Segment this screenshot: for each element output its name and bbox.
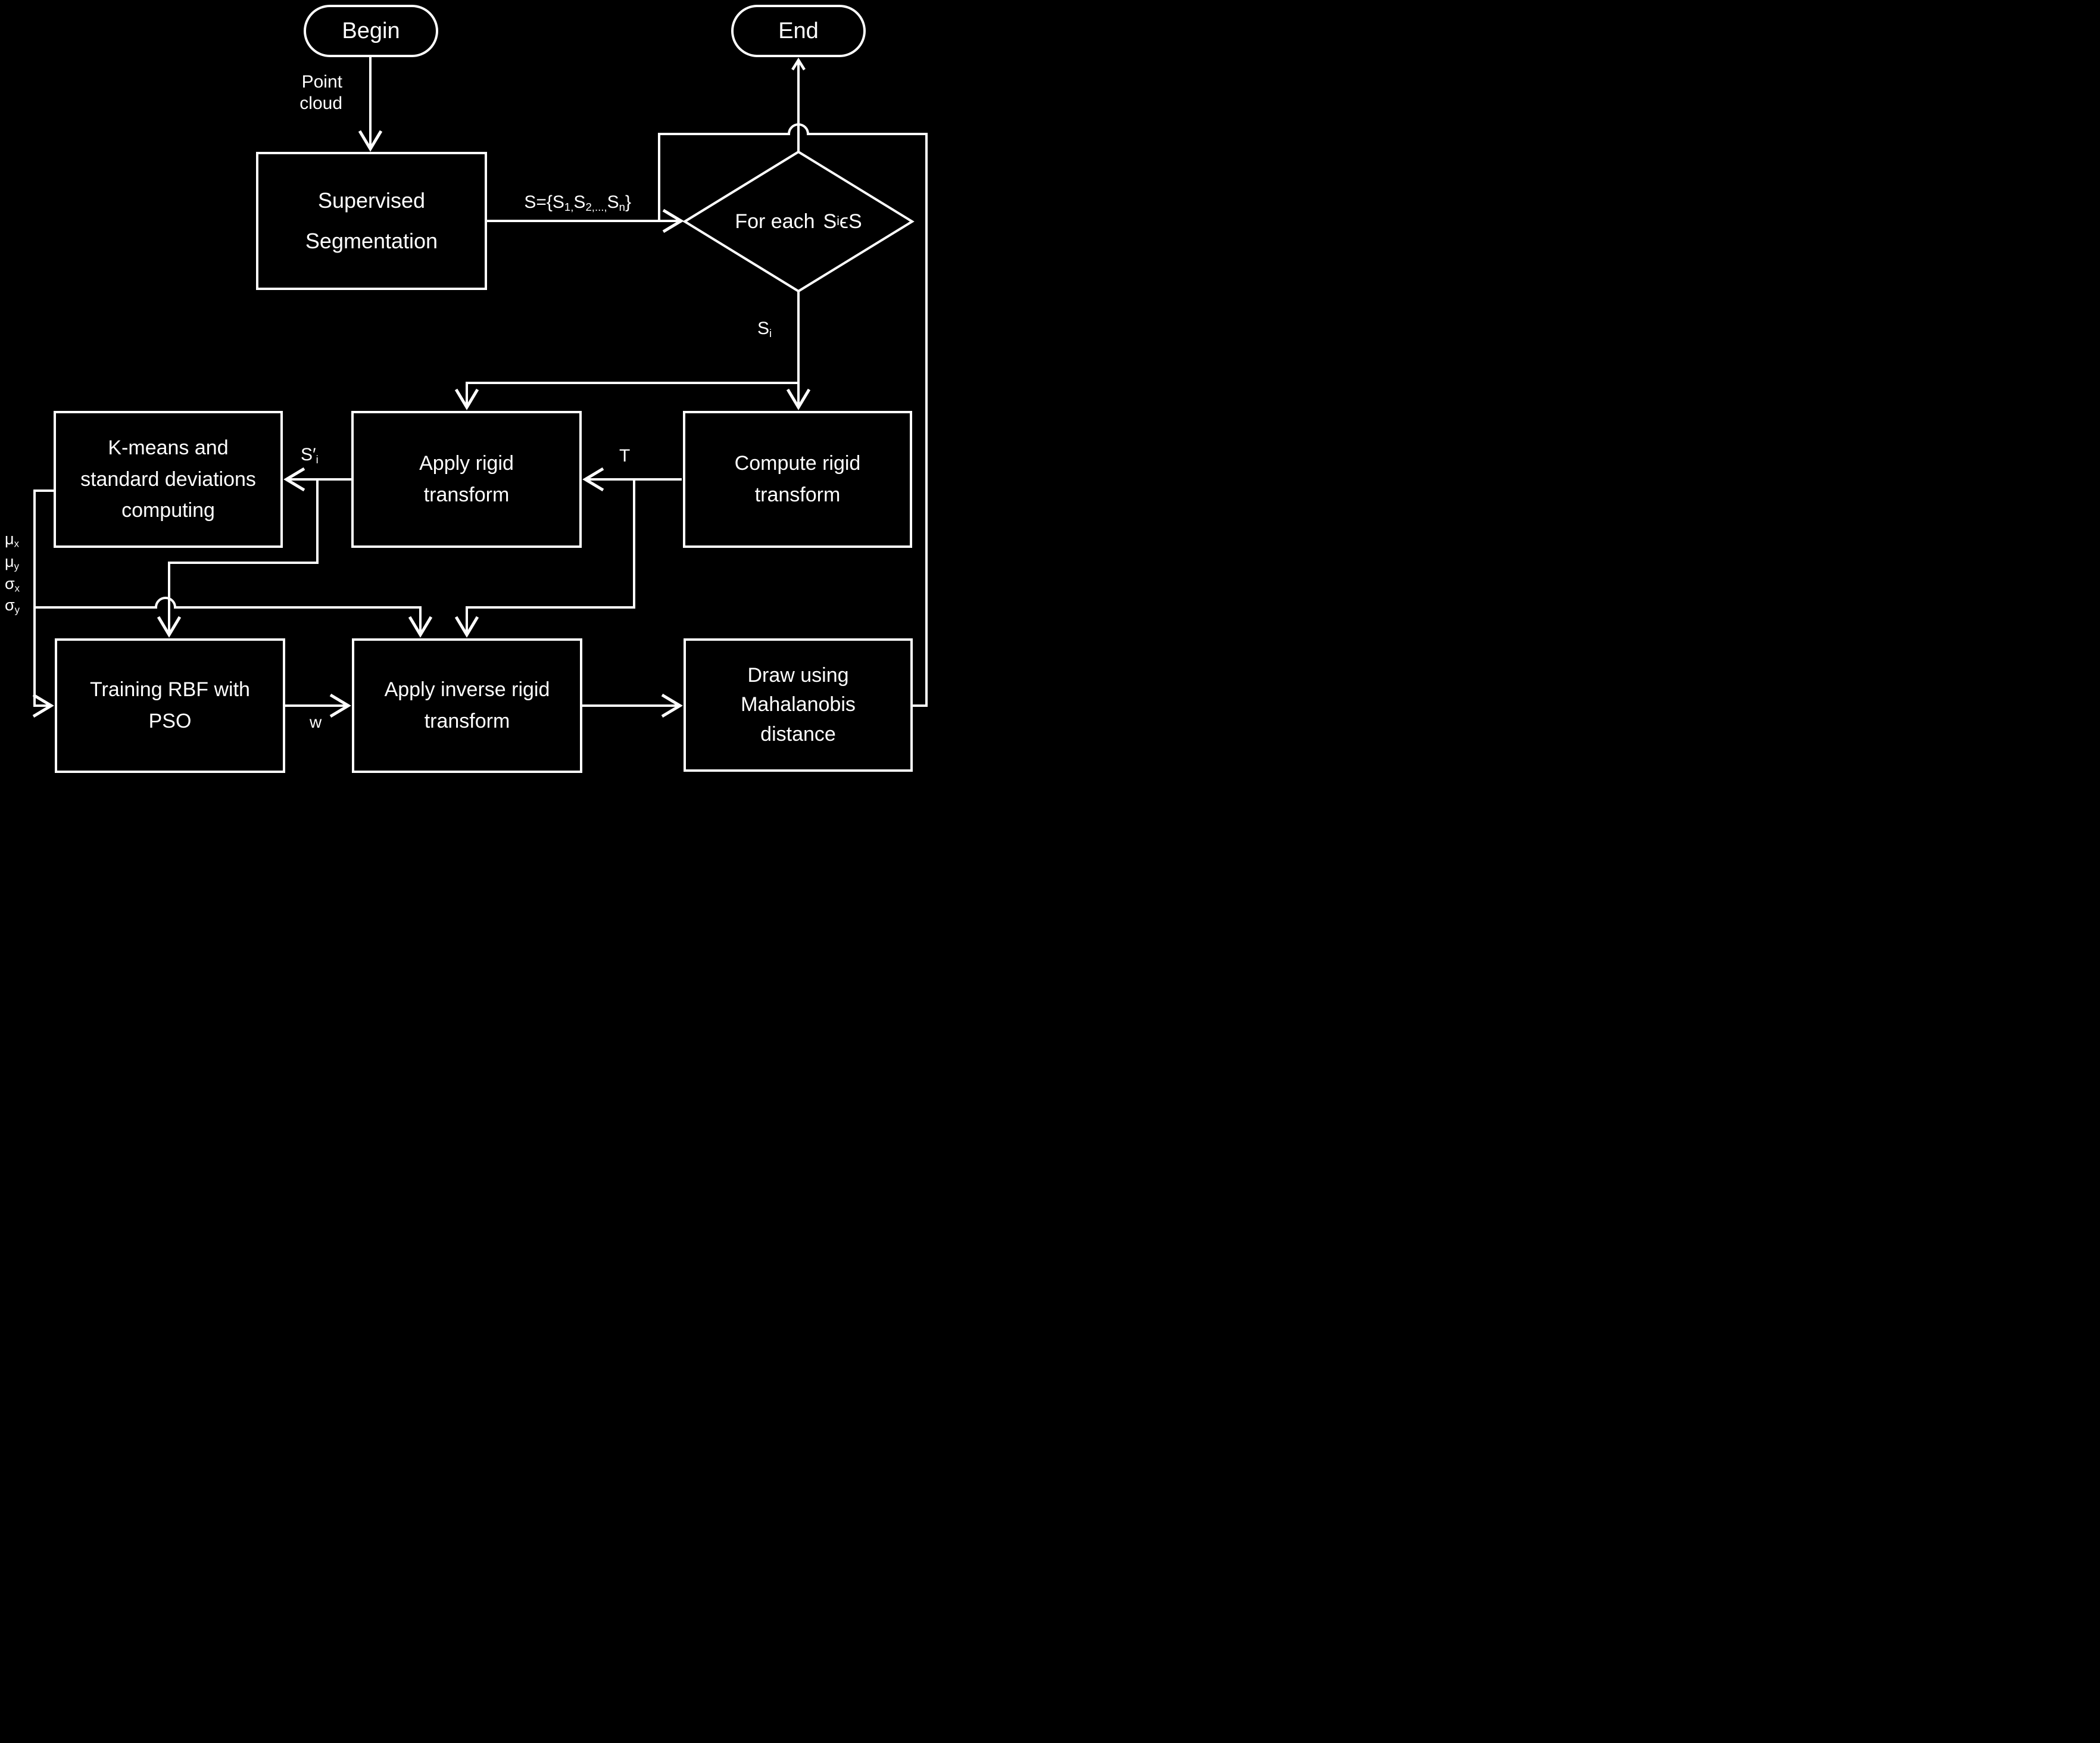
supervised-segmentation-box: Supervised Segmentation (256, 152, 487, 290)
set-s-p3: S (607, 192, 619, 212)
apply-inverse-line2: transform (424, 710, 510, 732)
begin-label: Begin (342, 18, 400, 43)
point-cloud-line1: Point (301, 72, 342, 92)
sigma-x-subscript: x (14, 582, 20, 594)
point-cloud-line2: cloud (299, 93, 342, 113)
foreach-s: S (823, 210, 837, 233)
set-s-sub2: 2,..., (585, 201, 607, 214)
training-rbf-box: Training RBF with PSO (55, 638, 285, 773)
si-base: S (757, 319, 770, 338)
point-cloud-label: Point cloud (271, 71, 342, 114)
segment-set-label: S={S1,S2,...,Sn} (453, 192, 631, 214)
edge-si-branch-to-apply (454, 382, 798, 410)
s-prime-base: S′ (301, 445, 316, 464)
mu-y-subscript: y (14, 560, 19, 572)
training-rbf-line1: Training RBF with (90, 678, 250, 701)
training-rbf-line2: PSO (148, 710, 192, 732)
draw-mahalanobis-line2: Mahalanobis (741, 693, 856, 716)
set-s-p4: } (625, 192, 631, 212)
sigma-y-label: σy (5, 597, 20, 615)
apply-rigid-transform-box: Apply rigid transform (351, 411, 582, 548)
w-label: w (310, 712, 322, 732)
draw-mahalanobis-line3: distance (760, 722, 836, 746)
mu-x-subscript: x (14, 538, 19, 550)
kmeans-line3: computing (121, 499, 215, 522)
edge-musigma-to-applyinverse (35, 597, 433, 638)
compute-rigid-line2: transform (754, 484, 841, 506)
set-s-sub3: n (619, 201, 625, 214)
s-prime-subscript: i (316, 453, 319, 466)
sigma-y-base: σ (5, 596, 15, 614)
kmeans-line2: standard deviations (80, 467, 256, 491)
t-text: T (619, 446, 631, 466)
draw-mahalanobis-box: Draw using Mahalanobis distance (684, 638, 913, 772)
apply-inverse-transform-box: Apply inverse rigid transform (352, 638, 582, 773)
foreach-s-subscript: i (837, 214, 840, 228)
foreach-element-of: ϵS (839, 210, 862, 233)
draw-mahalanobis-line1: Draw using (747, 664, 849, 687)
sigma-y-subscript: y (14, 604, 20, 616)
foreach-text: For each (735, 210, 815, 233)
mu-x-base: μ (5, 530, 14, 548)
set-s-sub1: 1, (564, 201, 574, 214)
t-label: T (619, 445, 630, 467)
end-label: End (778, 18, 819, 43)
supervised-segmentation-line2: Segmentation (305, 229, 438, 253)
set-s-p1: S={S (524, 192, 564, 212)
si-label: Si (757, 318, 772, 341)
apply-rigid-line1: Apply rigid (419, 452, 514, 475)
foreach-diamond-shape (682, 150, 915, 293)
s-prime-label: S′i (301, 444, 319, 467)
edge-t-branch-to-applyinverse (454, 479, 635, 638)
compute-rigid-transform-box: Compute rigid transform (683, 411, 912, 548)
apply-inverse-line1: Apply inverse rigid (384, 678, 550, 701)
mu-y-label: μy (5, 554, 19, 572)
kmeans-line1: K-means and (108, 436, 229, 459)
begin-terminator: Begin (304, 5, 438, 57)
apply-rigid-line2: transform (423, 484, 510, 506)
mu-y-base: μ (5, 553, 14, 570)
end-terminator: End (731, 5, 866, 57)
flowchart-canvas: Begin End Supervised Segmentation K-mean… (0, 0, 934, 775)
kmeans-box: K-means and standard deviations computin… (54, 411, 283, 548)
compute-rigid-line1: Compute rigid (734, 452, 861, 475)
edge-kmeans-musigma-to-training (32, 489, 54, 718)
w-text: w (310, 713, 322, 731)
sigma-x-base: σ (5, 575, 15, 593)
set-s-p2: S (573, 192, 586, 212)
sigma-x-label: σx (5, 576, 20, 594)
supervised-segmentation-line1: Supervised (317, 188, 426, 213)
si-subscript: i (769, 327, 772, 340)
connector-layer (32, 57, 928, 718)
mu-x-label: μx (5, 531, 19, 549)
